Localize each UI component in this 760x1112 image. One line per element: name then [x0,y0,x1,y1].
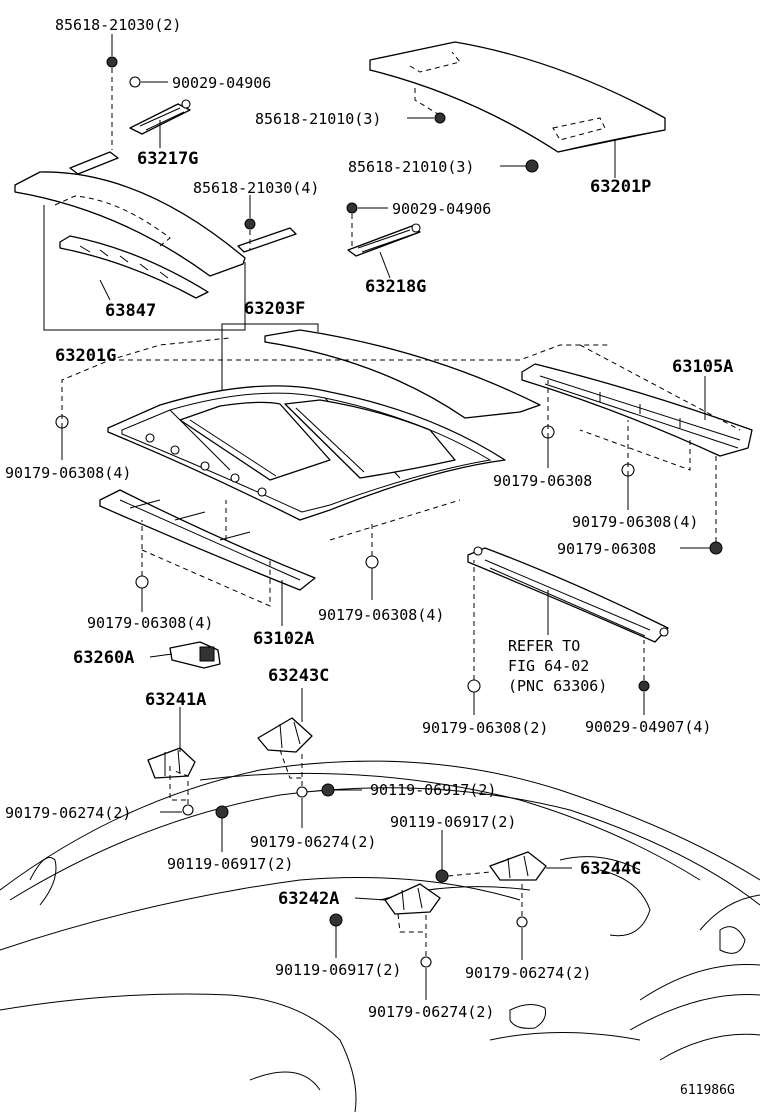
label-63105A[interactable]: 63105A [672,357,733,377]
label-85618-21030-4[interactable]: 85618-21030(4) [193,179,319,197]
label-90179-06274-2-d[interactable]: 90179-06274(2) [368,1003,494,1021]
label-63201G[interactable]: 63201G [55,346,116,366]
label-63847[interactable]: 63847 [105,301,156,321]
label-90119-06917-2-c[interactable]: 90119-06917(2) [167,855,293,873]
label-63217G[interactable]: 63217G [137,149,198,169]
label-refer-to[interactable]: REFER TO [508,637,580,655]
assembly-guides [61,68,741,956]
label-90179-06274-2-b[interactable]: 90179-06274(2) [250,833,376,851]
part-63243C[interactable] [257,717,313,753]
label-90179-06274-2-c[interactable]: 90179-06274(2) [465,964,591,982]
part-63241A[interactable] [147,747,196,779]
part-63105A[interactable] [521,363,753,457]
label-90179-06308-2[interactable]: 90179-06308(2) [422,719,548,737]
label-63242A[interactable]: 63242A [278,889,339,909]
label-90029-04906-b[interactable]: 90029-04906 [392,200,491,218]
label-63102A[interactable]: 63102A [253,629,314,649]
label-pnc-63306[interactable]: (PNC 63306) [508,677,607,695]
label-63243C[interactable]: 63243C [268,666,329,686]
label-63201P[interactable]: 63201P [590,177,651,197]
part-63217G[interactable] [129,99,191,135]
part-labels: 85618-21030(2) 90029-04906 63217G 85618-… [5,16,735,1098]
car-body-outline [0,760,760,1112]
panel-63201P[interactable] [369,41,666,153]
label-90179-06274-2-a[interactable]: 90179-06274(2) [5,804,131,822]
part-63218G[interactable] [347,223,421,257]
bracket-under-85618-21030 [237,227,297,253]
label-90179-06308-b[interactable]: 90179-06308 [557,540,656,558]
label-85618-21010-3-b[interactable]: 85618-21010(3) [348,158,474,176]
label-85618-21030-2[interactable]: 85618-21030(2) [55,16,181,34]
label-90179-06308-4-c[interactable]: 90179-06308(4) [87,614,213,632]
leader-lines [43,34,710,1000]
part-63242A[interactable] [384,883,441,915]
label-63218G[interactable]: 63218G [365,277,426,297]
label-90179-06308-4-d[interactable]: 90179-06308(4) [318,606,444,624]
part-63203F[interactable] [264,329,541,419]
label-90029-04906-a[interactable]: 90029-04906 [172,74,271,92]
part-63102A[interactable] [99,489,316,591]
label-63203F[interactable]: 63203F [244,299,305,319]
label-63244C[interactable]: 63244C [580,859,641,879]
label-fig-64-02[interactable]: FIG 64-02 [508,657,589,675]
label-63241A[interactable]: 63241A [145,690,206,710]
figure-id: 611986G [680,1083,735,1098]
label-90179-06308-4-a[interactable]: 90179-06308(4) [5,464,131,482]
part-63847[interactable] [59,235,209,299]
label-90029-04907-4[interactable]: 90029-04907(4) [585,718,711,736]
part-63244C[interactable] [489,851,547,881]
label-85618-21010-3-a[interactable]: 85618-21010(3) [255,110,381,128]
part-63260A[interactable] [169,641,221,669]
part-pnc-63306[interactable] [467,546,669,643]
label-90179-06308-a[interactable]: 90179-06308 [493,472,592,490]
label-63260A[interactable]: 63260A [73,648,134,668]
panel-63201G[interactable] [14,151,246,277]
label-90119-06917-2-b[interactable]: 90119-06917(2) [390,813,516,831]
fasteners [55,56,723,968]
roof-frame-main[interactable] [107,385,506,521]
label-90119-06917-2-a[interactable]: 90119-06917(2) [370,781,496,799]
label-90179-06308-4-b[interactable]: 90179-06308(4) [572,513,698,531]
label-90119-06917-2-d[interactable]: 90119-06917(2) [275,961,401,979]
